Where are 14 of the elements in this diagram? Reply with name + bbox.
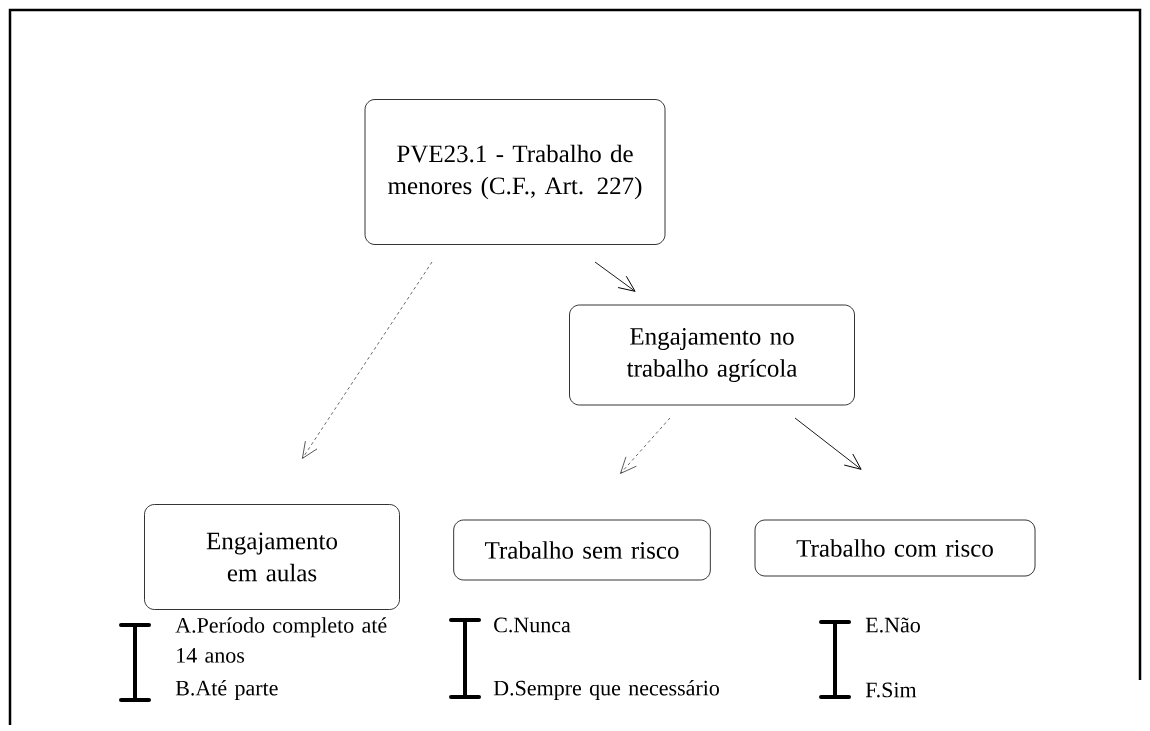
rounded-box: Engajamento no trabalho agrícola <box>569 304 855 406</box>
option-text: B.Até parte <box>175 680 278 700</box>
arrow <box>620 417 671 474</box>
arrow <box>594 261 636 292</box>
rounded-box: PVE23.1 - Trabalho de menores (C.F., Art. 227) <box>364 99 666 245</box>
option-text: F.Sim <box>865 682 917 698</box>
rounded-box: Engajamento em aulas <box>144 504 400 610</box>
option-text: E.Não <box>865 617 920 633</box>
rounded-box: Trabalho sem risco <box>453 519 711 581</box>
option-text: D.Sempre que necessário <box>493 680 719 700</box>
arrow <box>794 417 862 470</box>
rounded-box: Trabalho com risco <box>754 519 1036 577</box>
arrow <box>302 261 433 459</box>
option-text: C.Nunca <box>494 617 571 633</box>
